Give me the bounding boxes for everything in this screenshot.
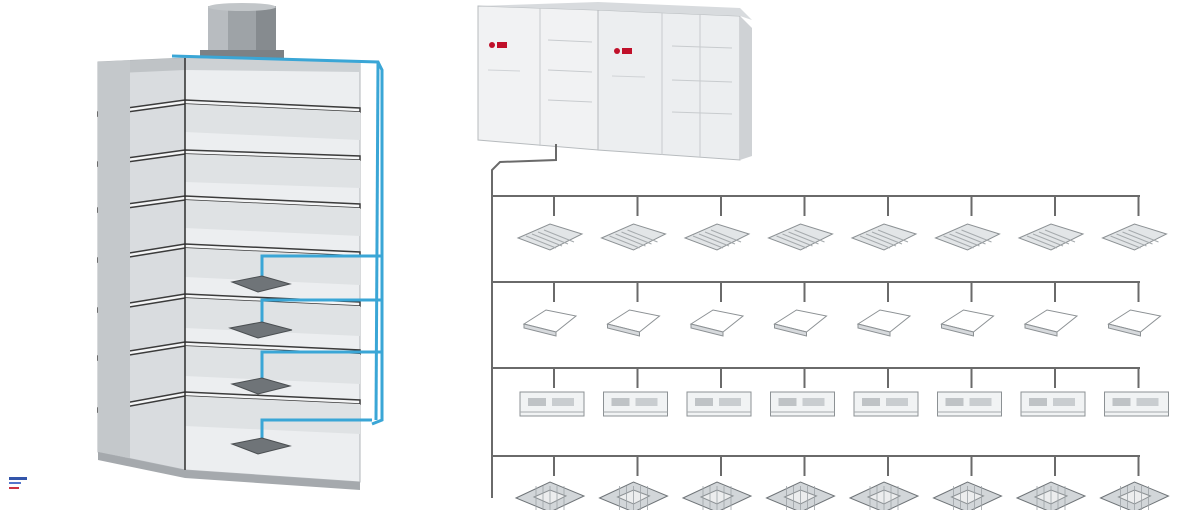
unit-row-1: [516, 196, 1168, 251]
ceiling-cassette-4way-slim-unit: [767, 196, 834, 251]
indoor-unit: [230, 437, 292, 455]
building-indoor-units: [228, 275, 293, 455]
ceiling-suspended-unit: [1023, 282, 1079, 337]
ceiling-cassette-4way-slim-unit: [600, 196, 667, 251]
ceiling-cassette-round-unit: [514, 456, 586, 510]
ceiling-cassette-round-unit: [765, 456, 836, 510]
lg-logo: [489, 42, 507, 48]
legend: [9, 477, 27, 489]
indoor-unit: [230, 377, 292, 395]
ceiling-cassette-round-unit: [1099, 456, 1170, 510]
ceiling-suspended-unit: [856, 282, 912, 337]
ceiling-cassette-round-unit: [681, 456, 753, 510]
ducted-unit-unit: [937, 368, 1002, 417]
ducted-unit-unit: [1104, 368, 1169, 417]
piping-network: [491, 144, 1140, 498]
ceiling-cassette-round-unit: [932, 456, 1003, 510]
building-cutaway: [97, 3, 384, 490]
ceiling-suspended-unit: [773, 282, 828, 337]
ceiling-cassette-round-unit: [598, 456, 669, 510]
indoor-unit-grid: [514, 196, 1170, 510]
ceiling-cassette-round-unit: [848, 456, 920, 510]
rooftop-unit: [200, 3, 284, 58]
ducted-unit-unit: [603, 368, 668, 417]
ducted-unit-unit: [686, 368, 752, 417]
unit-row-2: [522, 282, 1162, 337]
ceiling-suspended-unit: [1107, 282, 1162, 337]
ducted-unit-unit: [519, 368, 585, 417]
ceiling-cassette-4way-slim-unit: [516, 196, 584, 251]
ceiling-suspended-unit: [522, 282, 578, 337]
ceiling-cassette-4way-slim-unit: [850, 196, 918, 251]
ceiling-suspended-unit: [689, 282, 745, 337]
ducted-unit-unit: [770, 368, 835, 417]
outdoor-unit: [477, 2, 752, 161]
ducted-unit-unit: [1020, 368, 1086, 417]
lg-logo: [614, 48, 632, 54]
ceiling-suspended-unit: [940, 282, 995, 337]
ceiling-cassette-4way-slim-unit: [683, 196, 751, 251]
ceiling-cassette-4way-slim-unit: [1017, 196, 1085, 251]
ceiling-cassette-round-unit: [1015, 456, 1087, 510]
unit-row-3: [519, 368, 1169, 417]
indoor-unit: [230, 275, 292, 293]
ceiling-suspended-unit: [606, 282, 661, 337]
indoor-unit: [228, 321, 293, 339]
refrigerant-piping: [171, 54, 384, 440]
ducted-unit-unit: [853, 368, 919, 417]
ceiling-cassette-4way-slim-unit: [934, 196, 1001, 251]
unit-row-4: [514, 456, 1170, 510]
ceiling-cassette-4way-slim-unit: [1101, 196, 1168, 251]
